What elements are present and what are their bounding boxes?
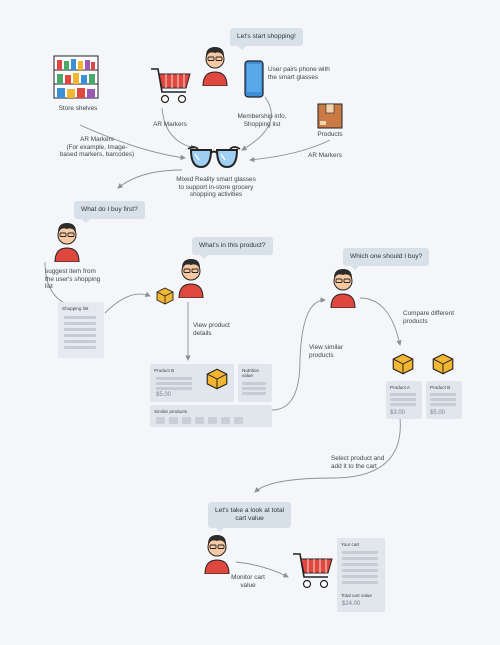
product-detail-title: Product B <box>154 368 175 373</box>
product-box-icon <box>206 368 228 395</box>
person-icon <box>200 42 230 91</box>
cart-line <box>342 551 378 554</box>
cart-total-value: $24.00 <box>342 601 361 607</box>
label-ar-markers: AR Markers <box>153 121 187 128</box>
list-item <box>64 316 96 319</box>
arrow-glasses-left <box>117 169 183 189</box>
similar-product-thumb <box>221 417 230 424</box>
detail-line <box>390 403 416 406</box>
speech-bubble-which: Which one should I buy? <box>343 248 430 270</box>
cart-line <box>342 569 378 572</box>
label-glasses: Mixed Reality smart glasses to support i… <box>176 176 256 199</box>
arrow-person3-compare <box>359 297 402 346</box>
list-item <box>64 328 96 331</box>
arrow-person4-cart <box>235 561 289 578</box>
person-icon <box>176 254 206 303</box>
list-item <box>64 340 96 343</box>
arrow-compare-person4 <box>254 417 401 493</box>
person-icon <box>328 264 358 313</box>
list-item <box>64 334 96 337</box>
arrow-products-glasses <box>249 139 331 163</box>
similar-product-thumb <box>156 417 165 424</box>
detail-line <box>156 382 192 385</box>
product-a-title: Product A <box>390 385 410 390</box>
shopping-cart-icon <box>150 66 192 111</box>
arrow-list-box <box>104 291 151 314</box>
smart-glasses-icon <box>186 143 242 176</box>
shopping-list-card: Shopping list <box>58 302 104 358</box>
product-detail-card: Product B $5.00 <box>150 364 234 402</box>
product-a-price: $3.00 <box>390 410 406 416</box>
person-icon <box>202 530 232 579</box>
similar-product-thumb <box>234 417 243 424</box>
speech-bubble-product: What's in this product? <box>192 237 273 259</box>
detail-line <box>390 393 416 396</box>
label-select-add: Select product and add it to the cart <box>331 455 385 470</box>
detail-line <box>156 377 192 380</box>
label-ar-markers-right: AR Markers <box>308 152 342 159</box>
label-membership: Membership info, Shopping list <box>237 113 287 128</box>
cart-total-label: Total cart value <box>341 593 372 598</box>
product-b-card: Product B $5.00 <box>426 381 462 419</box>
nutrition-line <box>242 382 266 385</box>
similar-product-thumb <box>195 417 204 424</box>
label-view-details: View product details <box>193 322 230 337</box>
shopping-list-title: Shopping list <box>62 306 89 311</box>
list-item <box>64 322 96 325</box>
product-box-icon <box>392 353 414 380</box>
label-monitor: Monitor cart value <box>231 574 265 589</box>
label-compare: Compare different products <box>403 310 455 325</box>
similar-product-thumb <box>169 417 178 424</box>
person-icon <box>52 218 82 267</box>
product-box-icon <box>156 287 174 310</box>
cart-line <box>342 563 378 566</box>
similar-product-thumb <box>208 417 217 424</box>
similar-products-card: Similar products <box>150 405 272 427</box>
detail-line <box>430 393 456 396</box>
product-box-icon <box>432 353 454 380</box>
product-a-card: Product A $3.00 <box>386 381 422 419</box>
nutrition-card: Nutrition value <box>238 364 272 402</box>
speech-bubble-start: Let's start shopping! <box>230 28 303 50</box>
product-b-title: Product B <box>430 385 451 390</box>
label-view-similar: View similar products <box>309 344 343 359</box>
speech-bubble-buy-first: What do I buy first? <box>74 201 145 223</box>
similar-products-title: Similar products <box>154 409 187 414</box>
speech-bubble-total: Let's take a look at total cart value <box>208 502 292 532</box>
cart-title: Your cart <box>341 542 360 547</box>
label-products: Products <box>317 131 343 138</box>
detail-line <box>390 398 416 401</box>
smartphone-icon <box>244 60 264 103</box>
detail-line <box>430 403 456 406</box>
store-shelves-icon <box>53 55 99 104</box>
label-pairs-phone: User pairs phone with the smart glasses <box>268 66 330 81</box>
label-ar-markers-example: AR Markers (For example, Image- based ma… <box>59 136 135 159</box>
similar-product-thumb <box>182 417 191 424</box>
list-item <box>64 346 96 349</box>
cart-line <box>342 581 378 584</box>
nutrition-title: Nutrition value <box>242 368 260 379</box>
arrow-phone-glasses <box>241 96 272 151</box>
your-cart-card: Your cart Total cart value $24.00 <box>337 538 385 612</box>
cart-line <box>342 557 378 560</box>
product-detail-price: $5.00 <box>156 392 172 398</box>
arrow-similar-person3 <box>271 297 326 411</box>
label-store-shelves: Store shelves <box>58 105 98 112</box>
cart-line <box>342 575 378 578</box>
label-suggest: suggest item from the user's shopping li… <box>45 268 101 291</box>
arrow-cart-glasses <box>161 107 196 150</box>
nutrition-line <box>242 392 266 395</box>
arrow-shelves-glasses <box>79 124 186 161</box>
detail-line <box>430 398 456 401</box>
nutrition-line <box>242 387 266 390</box>
detail-line <box>156 387 192 390</box>
shopping-cart-icon <box>292 551 334 596</box>
product-b-price: $5.00 <box>430 410 446 416</box>
product-box-icon <box>317 103 343 134</box>
